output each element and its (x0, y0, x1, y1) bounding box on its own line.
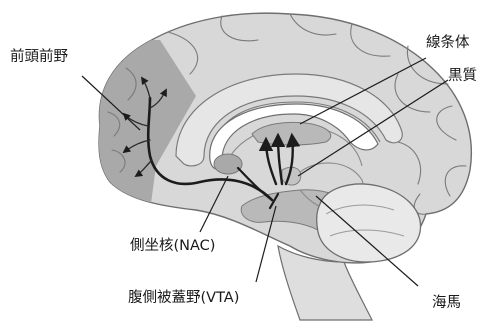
label-prefrontal: 前頭前野 (10, 48, 68, 65)
label-vta: 腹側被蓋野(VTA) (128, 289, 239, 306)
nac-region (214, 154, 242, 174)
label-nac: 側坐核(NAC) (130, 237, 215, 254)
label-substantia-nigra: 黒質 (448, 66, 477, 84)
label-striatum: 線条体 (426, 34, 470, 51)
label-hippocampus: 海馬 (432, 294, 461, 311)
